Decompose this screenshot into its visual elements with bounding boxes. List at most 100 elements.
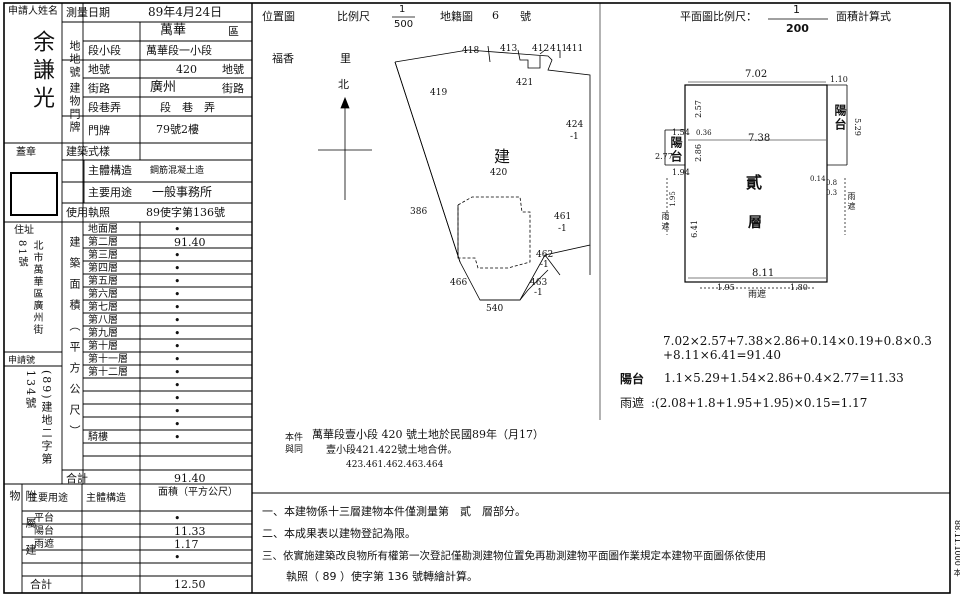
floor-value: • — [174, 405, 181, 418]
use-value: 一般事務所 — [152, 185, 213, 199]
balcony-calc-label: 陽台 — [620, 372, 645, 386]
lot-461-sub: -1 — [558, 224, 567, 234]
lot-413: 413 — [500, 44, 518, 54]
lot-419: 419 — [430, 88, 448, 98]
lot-421: 421 — [516, 78, 534, 88]
floor-value: • — [174, 288, 181, 301]
dim-bottom-1: 1.95 — [717, 283, 735, 292]
survey-date-value: 89年4月24日 — [148, 5, 223, 19]
lane-label: 段巷弄 — [88, 101, 121, 114]
section-label: 段小段 — [88, 44, 121, 57]
floor-label: 第十一層 — [88, 354, 128, 365]
dim-s4: 2.77 — [655, 152, 673, 161]
lot-466: 466 — [450, 278, 468, 288]
dim-bottom-2: 1.80 — [790, 283, 808, 292]
district-value: 萬華 — [160, 23, 187, 38]
floor-value: • — [174, 301, 181, 314]
annex-struct-label: 主體構造 — [86, 493, 126, 504]
floor-label: 第三層 — [88, 250, 118, 261]
lot-461: 461 — [554, 212, 572, 222]
floor-value: • — [174, 249, 181, 262]
lot-418: 418 — [462, 46, 480, 56]
floor-label: 騎樓 — [88, 432, 108, 443]
note-line-1: 一、本建物係十三層建物本件僅測量第 貳 層部分。 — [262, 505, 526, 518]
calc-line-1: 7.02×2.57+7.38×2.86+0.14×0.19+0.8×0.3 — [663, 334, 932, 348]
annex-use: 雨遮 — [34, 539, 54, 550]
lot-411-a: 411 — [550, 44, 568, 54]
note-line-2: 二、本成果表以建物登記為限。 — [262, 527, 416, 540]
door-label: 門牌 — [88, 124, 110, 137]
dim-left-b: 2.86 — [693, 144, 703, 162]
use-label: 主要用途 — [88, 186, 132, 199]
applicant-name: 余謙光 — [29, 30, 54, 114]
merge-note-b: 與同 — [285, 445, 304, 455]
floor-value: • — [174, 392, 181, 405]
lot-462-sub: -1 — [540, 260, 549, 270]
floor-value: • — [174, 275, 181, 288]
dim-right: 5.29 — [852, 118, 862, 136]
floor-label: 第五層 — [88, 276, 118, 287]
lot-463: 463 — [530, 278, 548, 288]
location-title: 位置圖 — [262, 10, 295, 23]
note-line-3: 三、依實施建築改良物所有權第一次登記僅勘測建物位置免再勘測建物平面圖作業規定本建… — [262, 550, 766, 562]
rain-calc: :(2.08+1.8+1.95+1.95)×0.15=1.17 — [651, 396, 868, 410]
rain-cover-left-char: 雨遮 — [661, 212, 670, 232]
annex-use-label: 主要用途 — [28, 493, 68, 504]
style-label: 建築式樣 — [66, 145, 110, 158]
lot-420: 420 — [490, 168, 508, 178]
dim-s9: 0.8 — [826, 179, 838, 187]
seal-label: 蓋章 — [16, 147, 36, 158]
annex-use: 平台 — [34, 513, 54, 524]
floor-value: • — [174, 431, 181, 444]
scale-denominator: 500 — [394, 19, 414, 30]
structure-value: 鋼筋混凝土造 — [150, 166, 205, 176]
merge-note-e: 423.461.462.463.464 — [346, 460, 444, 470]
district-unit: 區 — [228, 25, 239, 38]
floor-value: • — [174, 262, 181, 275]
rain-cover-bottom-char: 雨遮 — [748, 290, 767, 300]
floor-label: 第十二層 — [88, 367, 128, 378]
permit-label: 使用執照 — [66, 206, 110, 219]
dim-s2: 0.36 — [696, 129, 712, 137]
dim-top-right: 1.10 — [830, 75, 848, 84]
applicant-label: 申請人姓名 — [8, 6, 58, 17]
floor-value: • — [174, 314, 181, 327]
floor-label: 第六層 — [88, 289, 118, 300]
dim-left-c: 6.41 — [689, 220, 699, 238]
cadastral-map-label: 地籍圖 — [440, 10, 473, 23]
dim-s10: 0.3 — [826, 189, 838, 197]
plan-scale-denominator: 200 — [786, 22, 809, 35]
street-unit: 街路 — [222, 82, 244, 95]
floor-label: 第九層 — [88, 328, 118, 339]
floor-label: 第八層 — [88, 315, 118, 326]
lot-424: 424 — [566, 120, 584, 130]
plan-scale-numerator: 1 — [793, 3, 800, 16]
floor-label: 第四層 — [88, 263, 118, 274]
floor-value: 91.40 — [174, 236, 206, 249]
dim-s8: 1.95 — [668, 191, 677, 207]
building-group-label: 建物門牌 — [68, 82, 81, 134]
total-value: 91.40 — [174, 472, 206, 485]
merge-note-c: 萬華段壹小段 420 號土地於民國89年（月17） — [312, 428, 544, 441]
calc-line-2: +8.11×6.41=91.40 — [663, 348, 781, 362]
balcony-left-char: 陽台 — [669, 136, 683, 164]
seal-stamp — [10, 172, 58, 216]
survey-date-label: 測量日期 — [66, 6, 110, 19]
floor-label: 第二層 — [88, 237, 118, 248]
permit-value: 89使字第136號 — [146, 206, 225, 219]
area-group-label: 建築面積（平方公尺） — [68, 236, 81, 446]
street-label: 街路 — [88, 82, 110, 95]
side-stamp: 88.11.1000 本 — [953, 520, 960, 577]
rain-cover-right-char: 雨遮 — [847, 192, 856, 212]
lot-462: 462 — [536, 250, 554, 260]
floor-label: 第十層 — [88, 341, 118, 352]
merge-note-d: 壹小段421.422號土地合併。 — [326, 445, 458, 456]
lot-386: 386 — [410, 207, 428, 217]
scale-label: 比例尺 — [337, 10, 370, 23]
floor-label: 地面層 — [88, 224, 118, 235]
cadastral-map-unit: 號 — [520, 10, 531, 23]
total-label: 合計 — [66, 472, 88, 485]
floor-value: • — [174, 340, 181, 353]
merge-note-a: 本件 — [285, 433, 304, 443]
dim-top: 7.02 — [745, 69, 768, 80]
